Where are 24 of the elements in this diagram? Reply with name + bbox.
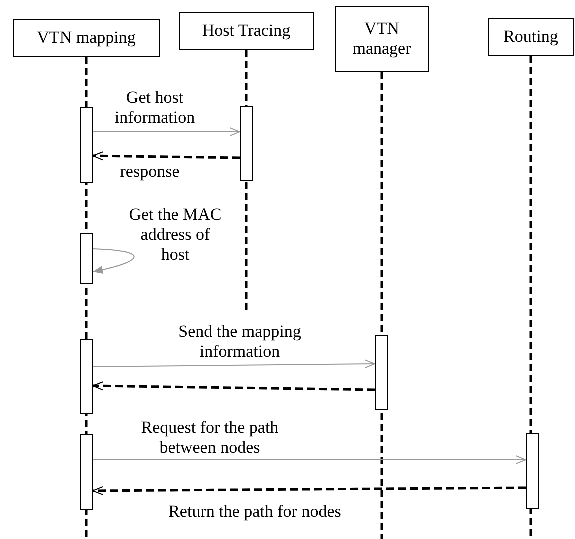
participant-box: Host Tracing	[179, 12, 314, 50]
participant-box: Routing	[488, 18, 574, 56]
activation-bar	[526, 433, 539, 509]
message-label: response	[119, 162, 181, 182]
return-arrow	[92, 152, 240, 161]
activation-bar	[80, 434, 93, 510]
activation-bar	[80, 339, 93, 414]
activation-bar	[80, 107, 93, 183]
message-label: Get host information	[114, 88, 196, 128]
activation-bar	[80, 233, 93, 284]
message-label: Return the path for nodes	[168, 502, 342, 522]
message-label: Request for the path between nodes	[140, 418, 280, 458]
message-label: Send the mapping information	[178, 322, 302, 362]
return-arrow	[92, 382, 376, 392]
participant-box: VTN manager	[335, 6, 429, 72]
message-arrow	[92, 456, 526, 464]
self-arrow	[92, 248, 135, 274]
activation-bar	[240, 106, 253, 181]
message-arrow	[92, 128, 240, 136]
message-arrow	[92, 360, 376, 369]
return-arrow	[92, 486, 526, 496]
message-label: Get the MAC address of host	[128, 205, 223, 265]
participant-box: VTN mapping	[13, 19, 160, 57]
activation-bar	[375, 335, 388, 410]
